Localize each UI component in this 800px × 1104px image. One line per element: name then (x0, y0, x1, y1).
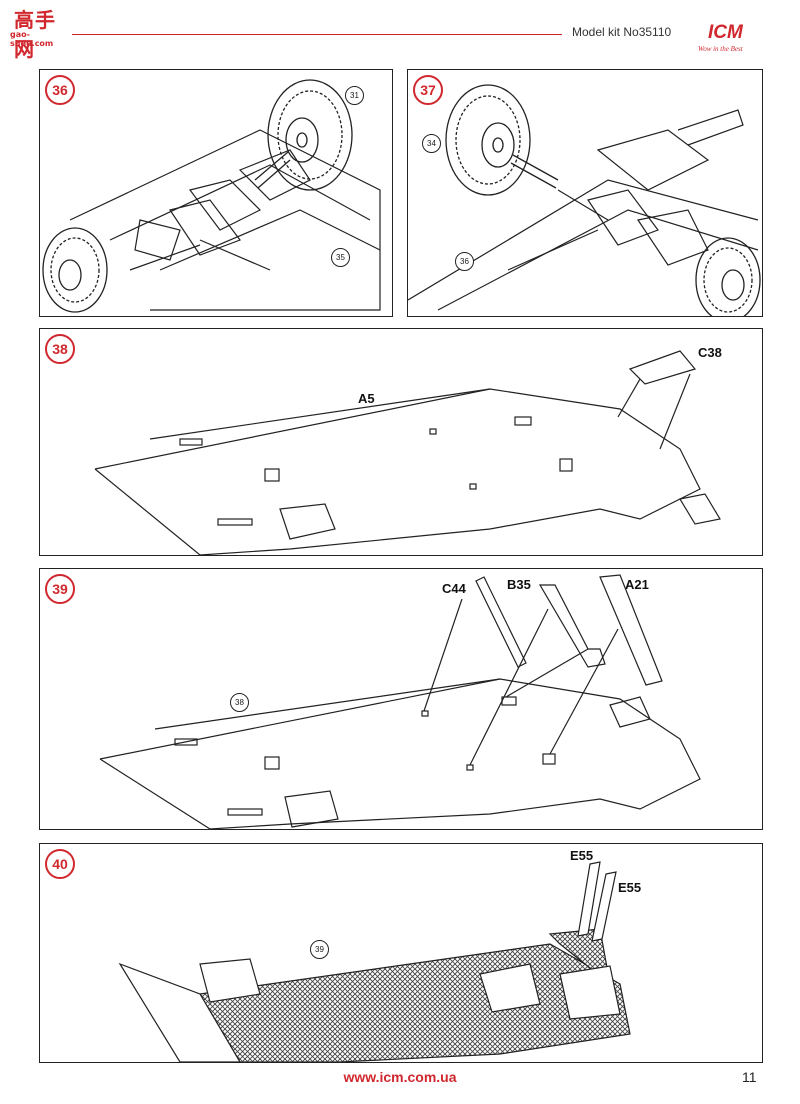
step-37-illustration (408, 84, 761, 316)
step-37-ref-34: 34 (422, 134, 441, 153)
page-number: 11 (742, 1069, 757, 1085)
step-36-illustration (42, 79, 381, 313)
footer-url[interactable]: www.icm.com.ua (343, 1069, 457, 1085)
step-38-part-a5: A5 (358, 391, 375, 406)
step-40-part-e55-upper: E55 (570, 848, 594, 863)
header-rule (72, 34, 562, 35)
step-39-panel: 39 C44 B35 A21 38 (39, 568, 763, 830)
step-37-panel: 37 34 36 (407, 69, 763, 317)
step-36-ref-35: 35 (331, 248, 350, 267)
step-37-ref-36: 36 (455, 252, 474, 271)
step-40-badge: 40 (45, 849, 75, 879)
step-36-panel: 36 31 35 (39, 69, 393, 317)
step-39-part-c44: C44 (442, 581, 466, 596)
step-38-badge: 38 (45, 334, 75, 364)
step-38-illustration (94, 350, 721, 555)
step-36-badge: 36 (45, 75, 75, 105)
icm-logo: ICM Wow in the Best (694, 18, 772, 58)
step-40-ref-39: 39 (310, 940, 329, 959)
step-39-ref-38: 38 (230, 693, 249, 712)
icm-logo-text: ICM (708, 22, 743, 43)
step-39-part-b35: B35 (507, 577, 531, 592)
step-39-part-a21: A21 (625, 577, 649, 592)
step-40-part-e55-lower: E55 (618, 880, 642, 895)
step-36-ref-31: 31 (345, 86, 364, 105)
step-38-panel: 38 A5 C38 (39, 328, 763, 556)
step-39-badge: 39 (45, 574, 75, 604)
step-40-panel: 40 E55 E55 39 (39, 843, 763, 1063)
model-kit-number: Model kit No35110 (572, 25, 672, 39)
watermark-url: gao-shou.com (10, 30, 54, 48)
watermark-text: 高手网 (14, 8, 56, 61)
watermark-logo: 高手网 gao-shou.com (6, 4, 70, 61)
step-37-badge: 37 (413, 75, 443, 105)
step-38-part-c38: C38 (698, 345, 722, 360)
icm-logo-tagline: Wow in the Best (698, 45, 743, 53)
step-40-illustration (118, 861, 631, 1062)
step-39-illustration (99, 574, 701, 829)
